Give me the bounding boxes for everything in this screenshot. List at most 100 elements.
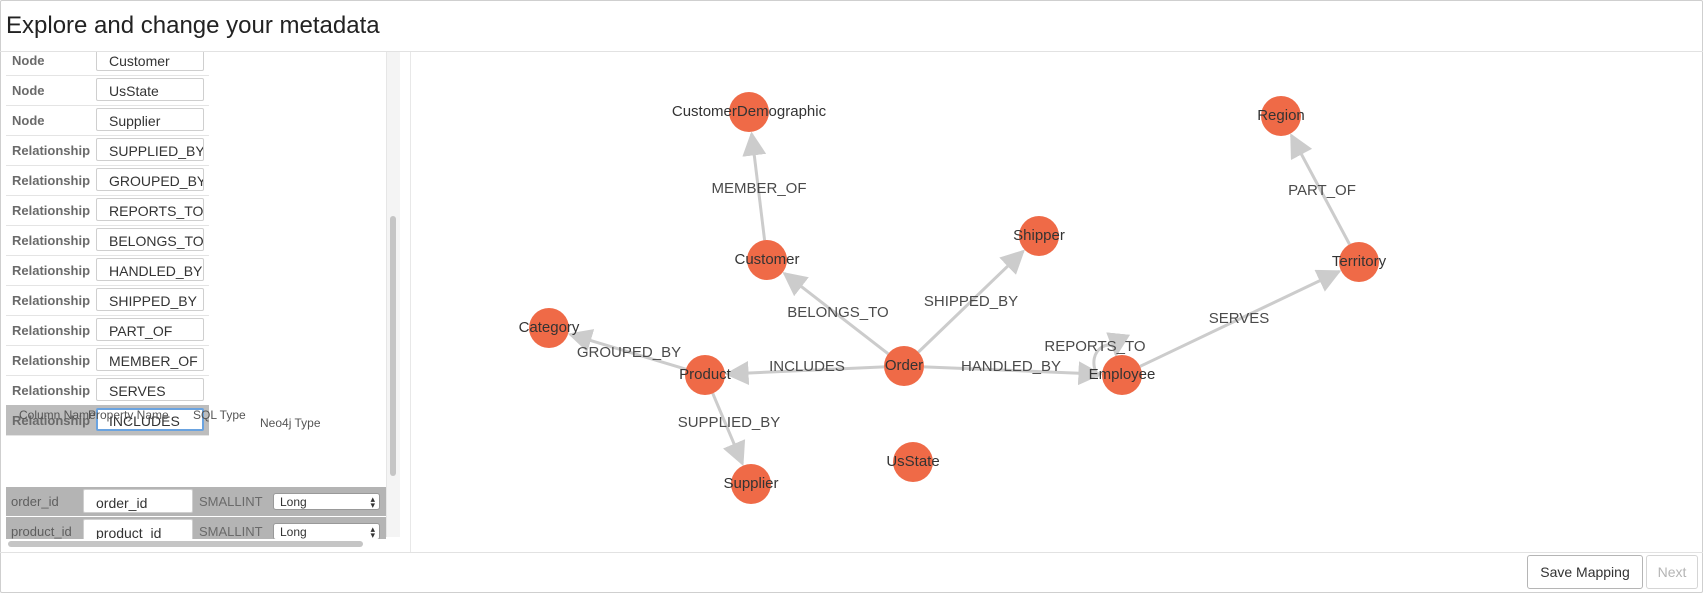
neo4j-type-select[interactable]: Long▴▾ bbox=[273, 493, 380, 510]
edge-line[interactable] bbox=[917, 249, 1025, 354]
header-divider bbox=[0, 51, 1703, 52]
entity-kind: Relationship bbox=[12, 413, 91, 428]
entity-kind: Node bbox=[12, 83, 45, 98]
edge-label[interactable]: SHIPPED_BY bbox=[924, 293, 1018, 310]
node-label[interactable]: Order bbox=[885, 357, 923, 374]
graph-node[interactable] bbox=[1339, 242, 1379, 282]
vertical-scrollbar[interactable] bbox=[386, 52, 400, 537]
entity-row[interactable]: Relationship PART_OF bbox=[6, 315, 209, 346]
entity-name-input[interactable]: REPORTS_TO bbox=[96, 198, 204, 221]
edge-label[interactable]: BELONGS_TO bbox=[787, 304, 888, 321]
entity-row[interactable]: Relationship SERVES bbox=[6, 375, 209, 406]
entity-row[interactable]: Relationship SUPPLIED_BY bbox=[6, 135, 209, 166]
node-label[interactable]: Employee bbox=[1089, 366, 1156, 383]
node-label[interactable]: Supplier bbox=[723, 475, 778, 492]
entity-name-input[interactable]: Supplier bbox=[96, 108, 204, 131]
graph-node[interactable] bbox=[1261, 96, 1301, 136]
graph-node[interactable] bbox=[729, 92, 769, 132]
node-label[interactable]: Territory bbox=[1332, 253, 1387, 270]
entity-name-input[interactable]: Customer bbox=[96, 52, 204, 71]
edge-line[interactable] bbox=[1092, 332, 1131, 378]
panel-divider bbox=[410, 52, 411, 552]
edge-line[interactable] bbox=[711, 392, 746, 466]
entity-row[interactable]: Node Customer bbox=[6, 52, 209, 76]
edge-label[interactable]: REPORTS_TO bbox=[1044, 338, 1145, 355]
graph-node[interactable] bbox=[893, 442, 933, 482]
entity-name-input[interactable]: GROUPED_BY bbox=[96, 168, 204, 191]
node-label[interactable]: Customer bbox=[734, 251, 799, 268]
entity-row[interactable]: Relationship MEMBER_OF bbox=[6, 345, 209, 376]
edge-line[interactable] bbox=[1290, 133, 1351, 246]
edge-line[interactable] bbox=[742, 131, 767, 241]
edge-label[interactable]: SERVES bbox=[1209, 310, 1270, 327]
node-label[interactable]: UsState bbox=[886, 453, 939, 470]
neo4j-type-value: Long bbox=[280, 495, 307, 509]
schema-graph[interactable]: MEMBER_OF PART_OF BELONGS_TO SHIPPED_BY SERV… bbox=[411, 52, 1701, 552]
neo4j-type-select[interactable]: Long▴▾ bbox=[273, 523, 380, 539]
entity-kind: Node bbox=[12, 53, 45, 68]
sql-type-header: SQL Type bbox=[193, 408, 246, 422]
page-title: Explore and change your metadata bbox=[6, 12, 380, 39]
neo4j-type-value: Long bbox=[280, 525, 307, 539]
entity-kind: Relationship bbox=[12, 263, 91, 278]
entity-row[interactable]: Node UsState bbox=[6, 75, 209, 106]
horizontal-scrollbar[interactable] bbox=[6, 538, 386, 550]
save-mapping-button[interactable]: Save Mapping bbox=[1527, 555, 1643, 589]
entity-row[interactable]: Relationship INCLUDES bbox=[6, 405, 209, 436]
entity-kind: Node bbox=[12, 113, 45, 128]
entity-row[interactable]: Relationship REPORTS_TO bbox=[6, 195, 209, 226]
graph-node[interactable] bbox=[747, 240, 787, 280]
edge-label[interactable]: SUPPLIED_BY bbox=[678, 414, 781, 431]
edge-label[interactable]: GROUPED_BY bbox=[577, 344, 681, 361]
entity-name-input[interactable]: INCLUDES bbox=[96, 408, 204, 431]
entity-kind: Relationship bbox=[12, 143, 91, 158]
node-label[interactable]: Shipper bbox=[1013, 227, 1065, 244]
node-label[interactable]: Product bbox=[679, 366, 732, 383]
property-name-input[interactable]: product_id bbox=[83, 519, 193, 539]
entity-kind: Relationship bbox=[12, 323, 91, 338]
neo4j-type-header: Neo4j Type bbox=[260, 416, 321, 430]
next-button[interactable]: Next bbox=[1646, 555, 1698, 589]
scrollbar-thumb[interactable] bbox=[390, 216, 396, 476]
edge-label[interactable]: INCLUDES bbox=[769, 358, 845, 375]
entity-kind: Relationship bbox=[12, 203, 91, 218]
node-label[interactable]: Region bbox=[1257, 107, 1305, 124]
graph-node[interactable] bbox=[529, 308, 569, 348]
entity-name-input[interactable]: SUPPLIED_BY bbox=[96, 138, 204, 161]
column-name: product_id bbox=[11, 524, 72, 539]
entity-kind: Relationship bbox=[12, 353, 91, 368]
entity-name-input[interactable]: SERVES bbox=[96, 378, 204, 401]
edge-line[interactable] bbox=[1139, 269, 1342, 368]
edge-line[interactable] bbox=[567, 329, 687, 371]
edge-label[interactable]: HANDLED_BY bbox=[961, 358, 1061, 375]
entity-name-input[interactable]: BELONGS_TO bbox=[96, 228, 204, 251]
column-name: order_id bbox=[11, 494, 59, 509]
entity-row[interactable]: Relationship HANDLED_BY bbox=[6, 255, 209, 286]
property-name-input[interactable]: order_id bbox=[83, 489, 193, 513]
graph-node[interactable] bbox=[685, 355, 725, 395]
edge-line[interactable] bbox=[724, 361, 885, 386]
edge-line[interactable] bbox=[782, 271, 890, 355]
entity-name-input[interactable]: HANDLED_BY bbox=[96, 258, 204, 281]
entity-row[interactable]: Node Supplier bbox=[6, 105, 209, 136]
node-label[interactable]: CustomerDemographic bbox=[672, 103, 827, 120]
entity-name-input[interactable]: PART_OF bbox=[96, 318, 204, 341]
edge-line[interactable] bbox=[923, 361, 1103, 386]
edge-label[interactable]: PART_OF bbox=[1288, 182, 1356, 199]
entity-name-input[interactable]: SHIPPED_BY bbox=[96, 288, 204, 311]
scrollbar-thumb[interactable] bbox=[8, 541, 363, 547]
entity-name-input[interactable]: MEMBER_OF bbox=[96, 348, 204, 371]
node-label[interactable]: Category bbox=[519, 319, 580, 336]
graph-node[interactable] bbox=[731, 464, 771, 504]
graph-node[interactable] bbox=[1019, 216, 1059, 256]
entity-name-input[interactable]: UsState bbox=[96, 78, 204, 101]
graph-node[interactable] bbox=[884, 346, 924, 386]
edge-label[interactable]: MEMBER_OF bbox=[711, 180, 806, 197]
graph-node[interactable] bbox=[1102, 355, 1142, 395]
entity-kind: Relationship bbox=[12, 383, 91, 398]
